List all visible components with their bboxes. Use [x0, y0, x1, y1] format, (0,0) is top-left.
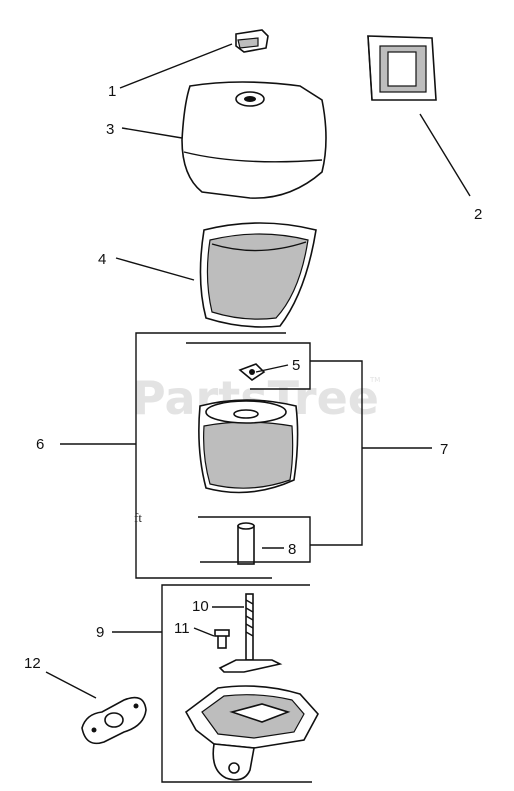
callout-7: 7 [440, 441, 448, 458]
part-5-clip[interactable] [238, 363, 266, 381]
part-4-foam-precleaner[interactable] [199, 222, 317, 328]
callout-8: 8 [288, 541, 296, 558]
part-10-stud[interactable] [245, 593, 254, 661]
callout-5: 5 [292, 357, 300, 374]
callout-3: 3 [106, 121, 114, 138]
callout-6: 6 [36, 436, 44, 453]
stray-text: ft [134, 510, 142, 525]
callout-10: 10 [192, 598, 209, 615]
part-bracket[interactable] [218, 659, 283, 673]
leader-lines [45, 43, 471, 699]
part-6-air-filter-element[interactable] [198, 399, 299, 494]
callout-4: 4 [98, 251, 106, 268]
callout-2: 2 [474, 206, 482, 223]
part-12-gasket[interactable] [81, 696, 147, 745]
part-1-wing-nut[interactable] [235, 29, 269, 53]
frame-group-6 [135, 332, 363, 579]
watermark-trademark: TM [369, 376, 380, 384]
part-3-air-cleaner-cover[interactable] [181, 81, 327, 199]
part-2-precleaner[interactable] [367, 35, 437, 101]
part-8-spacer[interactable] [237, 522, 255, 565]
part-9-base[interactable] [184, 685, 319, 781]
callout-12: 12 [24, 655, 41, 672]
frame-group-9 [161, 584, 312, 783]
callout-1: 1 [108, 83, 116, 100]
callout-11: 11 [174, 620, 190, 637]
callout-9: 9 [96, 624, 104, 641]
part-11-screw[interactable] [214, 629, 230, 649]
